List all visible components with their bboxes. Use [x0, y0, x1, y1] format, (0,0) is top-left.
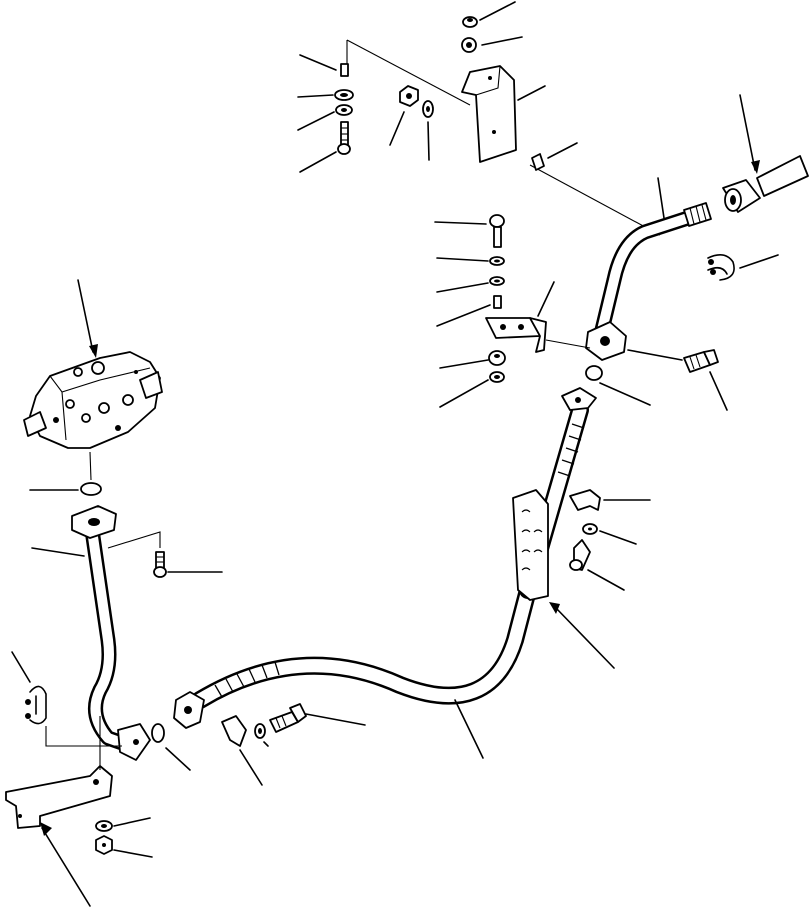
washer-1 — [297, 89, 354, 101]
bottom-o-ring — [151, 723, 191, 771]
hose-clamp-bracket — [512, 489, 615, 669]
left-mount-bolt — [153, 551, 223, 578]
upper-bolt-right — [683, 349, 728, 411]
lower-bracket — [5, 716, 113, 907]
u-bolt-upper — [707, 254, 779, 281]
top-bracket — [461, 65, 517, 163]
bolt-top-left — [299, 121, 351, 173]
left-flange-tube — [31, 505, 161, 761]
lower-washer — [95, 817, 151, 832]
tube-end-coupling — [722, 94, 809, 213]
small-clip — [531, 153, 545, 171]
top-bracket-group — [297, 1, 661, 236]
clamp-half — [569, 489, 651, 511]
pin — [299, 54, 349, 77]
washer-2 — [297, 104, 353, 131]
clamp-washer — [582, 523, 637, 545]
mid-hardware-stack — [434, 214, 591, 408]
bracket-plate — [485, 281, 591, 353]
split-flange — [221, 715, 263, 786]
washer-mid-1 — [436, 256, 505, 266]
bottom-washer — [254, 723, 269, 747]
washer-mid-3 — [439, 371, 505, 408]
control-valve — [23, 279, 163, 449]
upper-o-ring — [585, 365, 651, 406]
hose-lower-flange — [173, 691, 205, 729]
pin-mid — [436, 295, 502, 327]
lower-nut — [95, 835, 153, 858]
upper-flange — [585, 321, 683, 361]
nut-mid-lower — [439, 350, 506, 369]
clamp-bolt — [569, 539, 625, 591]
upper-tube — [594, 177, 712, 338]
u-bolt-lower — [11, 651, 122, 747]
left-o-ring — [29, 482, 102, 496]
top-nut — [462, 1, 516, 28]
hex-nut-mid — [389, 85, 419, 146]
flat-washer-mid — [422, 100, 434, 161]
bolt-mid — [434, 214, 505, 248]
bottom-bolt — [269, 703, 366, 733]
washer-mid-2 — [436, 276, 505, 293]
hose-top-flange — [561, 387, 597, 411]
top-washer — [461, 36, 523, 53]
